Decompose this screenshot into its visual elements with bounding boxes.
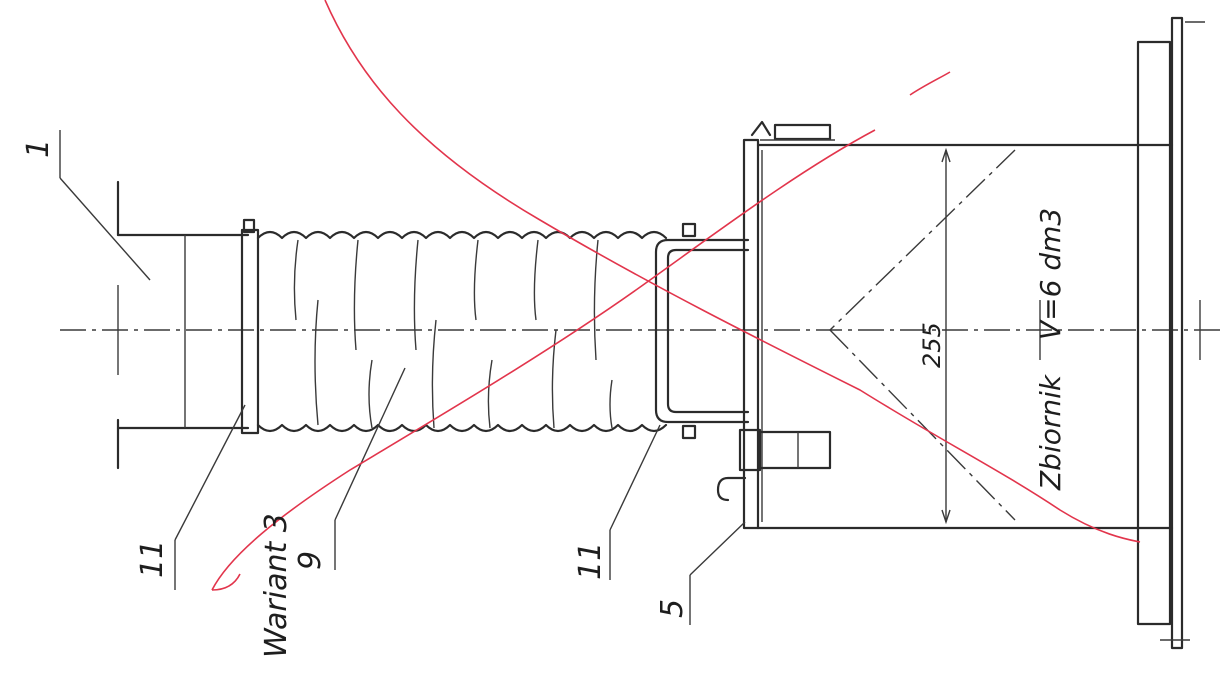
tank-volume-label: V=6 dm3	[1034, 208, 1067, 340]
red-annotation-marks	[211, 0, 1141, 591]
latch-bottom	[738, 428, 832, 472]
hidden-lines	[829, 149, 1016, 521]
dimension-line-255	[941, 147, 951, 525]
base-plate	[1136, 16, 1205, 650]
tank-lid	[742, 138, 1174, 530]
dimension-label-255: 255	[918, 322, 946, 368]
latch-top	[750, 120, 835, 141]
label-part-5: 5	[655, 599, 690, 618]
leader-lines	[59, 130, 746, 625]
u-bracket	[654, 238, 750, 424]
inlet-pipe	[116, 180, 250, 470]
tank-name-label: Zbiornik	[1034, 373, 1067, 491]
clamp-ring-left	[240, 218, 260, 435]
label-part-1: 1	[21, 139, 56, 158]
label-part-11-left: 11	[135, 540, 170, 578]
label-part-9: 9	[293, 551, 328, 570]
label-part-11-right: 11	[573, 542, 608, 580]
label-variant: Wariant 3	[259, 513, 294, 658]
hook	[716, 476, 747, 502]
corrugated-hose	[256, 230, 668, 433]
clamp-ring-right	[681, 222, 697, 440]
